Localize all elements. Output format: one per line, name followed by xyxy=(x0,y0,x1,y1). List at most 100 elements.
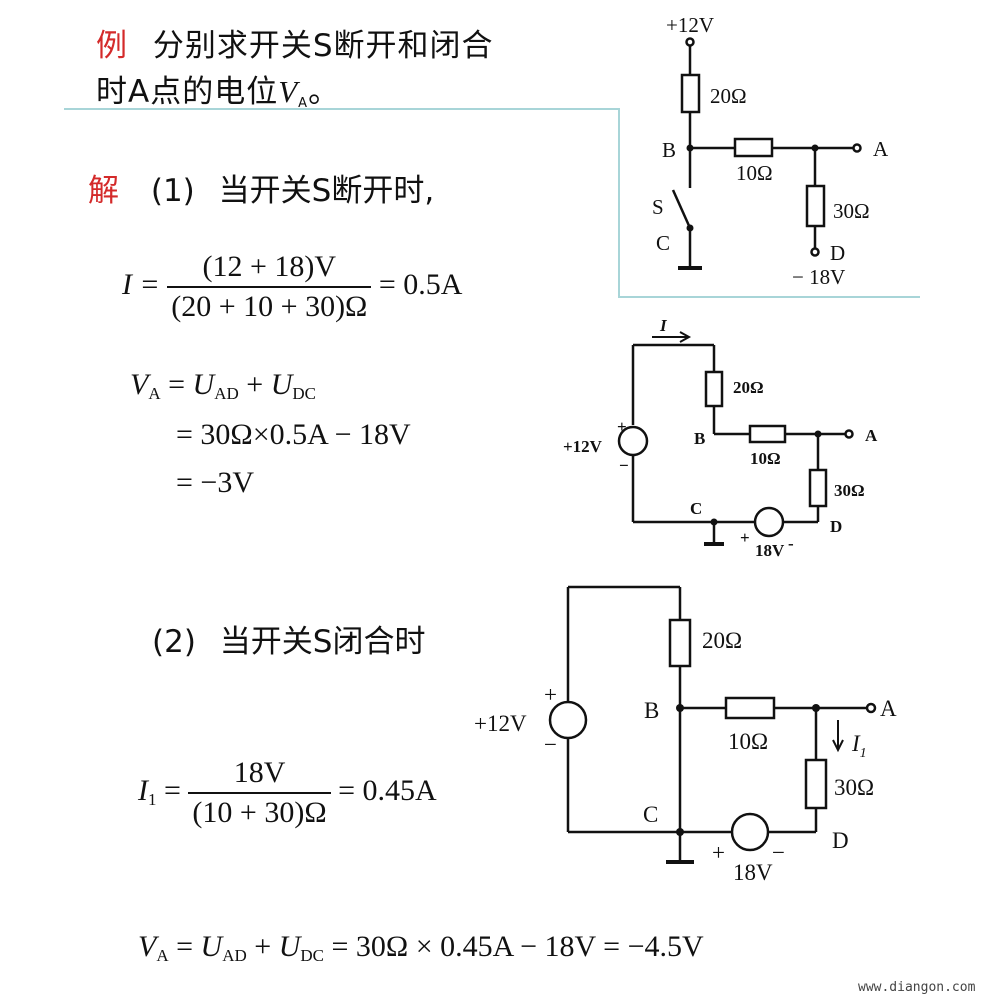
va1-u1: U xyxy=(192,368,215,401)
equation-va-1-line2: = 30Ω×0.5A − 18V xyxy=(176,418,411,451)
label-node-a: A xyxy=(865,426,878,445)
node-c-dot xyxy=(686,224,694,232)
label-node-c: C xyxy=(656,231,670,255)
label-12v-minus: − xyxy=(544,732,557,757)
label-12v-minus: − xyxy=(619,456,629,475)
label-20-ohm: 20Ω xyxy=(733,378,764,397)
potential-symbol: V xyxy=(278,74,299,109)
eq1-denominator: (20 + 10 + 30)Ω xyxy=(167,286,372,324)
eq1-fraction: (12 + 18)V (20 + 10 + 30)Ω xyxy=(167,250,372,324)
terminal-plus12v xyxy=(685,37,695,47)
solution-tag: 解 xyxy=(88,173,119,209)
node-c-dot xyxy=(710,518,718,526)
circuit-diagram-3: 20Ω +12V + − B 10Ω A I1 30Ω C D + 18V − xyxy=(474,585,897,885)
label-18v-minus: − xyxy=(772,840,785,865)
label-20-ohm: 20Ω xyxy=(710,84,747,108)
label-current-i1: I1 xyxy=(851,731,867,761)
label-10-ohm: 10Ω xyxy=(736,161,773,185)
node-c-dot xyxy=(676,828,684,836)
label-plus12v: +12V xyxy=(666,13,714,37)
va2-plus: + xyxy=(246,930,279,963)
label-node-a: A xyxy=(880,696,897,721)
circuit-diagram-2: I 20Ω +12V + − B 10Ω A 30Ω C D + 18V - xyxy=(563,316,878,560)
node-b-dot xyxy=(686,144,694,152)
va2-u2: U xyxy=(278,930,301,963)
divider-vertical xyxy=(618,108,620,298)
problem-text: 分别求开关S断开和闭合 xyxy=(152,28,494,64)
va1-eq: = xyxy=(160,368,193,401)
label-node-a: A xyxy=(873,137,889,161)
resistor-20-ohm xyxy=(668,618,692,668)
equation-va-1-line1: VA = UAD + UDC xyxy=(130,368,316,404)
label-18v-source: 18V xyxy=(733,860,773,885)
label-10-ohm: 10Ω xyxy=(750,449,781,468)
va1-v: V xyxy=(130,368,149,401)
label-20-ohm: 20Ω xyxy=(702,628,742,653)
resistor-10-ohm xyxy=(748,424,787,444)
potential-subscript: A xyxy=(298,96,309,111)
case2-text: 当开关S闭合时 xyxy=(219,624,426,660)
label-12v-plus: + xyxy=(544,682,557,707)
eq2-denominator: (10 + 30)Ω xyxy=(188,792,331,830)
label-minus18v: − 18V xyxy=(792,265,845,289)
va2-v: V xyxy=(138,930,157,963)
problem-tag: 例 xyxy=(96,28,128,64)
terminal-a xyxy=(844,429,854,439)
divider-horizontal-bottom xyxy=(618,296,920,298)
label-30-ohm: 30Ω xyxy=(834,775,874,800)
equation-va-1-line3: = −3V xyxy=(176,466,255,499)
problem-line-1: 例 分别求开关S断开和闭合 xyxy=(96,24,494,68)
resistor-30-ohm xyxy=(808,468,828,508)
terminal-d xyxy=(810,247,820,257)
problem-period: 。 xyxy=(308,74,341,110)
va1-u2-sub: DC xyxy=(292,384,316,403)
label-12v-source: +12V xyxy=(474,711,527,736)
resistor-10-ohm xyxy=(724,696,776,720)
va1-plus: + xyxy=(238,368,271,401)
watermark: www.diangon.com xyxy=(858,980,976,995)
va2-u1-sub: AD xyxy=(222,946,247,965)
eq2-rhs: = 0.45A xyxy=(338,773,437,807)
va2-u2-sub: DC xyxy=(300,946,324,965)
va1-u2: U xyxy=(270,368,293,401)
equation-current-2: I1 = 18V (10 + 30)Ω = 0.45A xyxy=(138,756,437,830)
problem-line-2: 时A点的电位VA。 xyxy=(96,70,340,126)
label-switch-s: S xyxy=(652,195,664,219)
label-18v-source: 18V xyxy=(755,541,785,560)
va2-rest: = 30Ω × 0.45A − 18V = −4.5V xyxy=(323,930,704,963)
voltage-source-18v xyxy=(753,506,785,538)
resistor-20-ohm xyxy=(704,370,724,408)
eq1-lhs: I = xyxy=(122,267,160,301)
label-18v-minus: - xyxy=(788,534,794,553)
label-18v-plus: + xyxy=(712,840,725,865)
case1-label: (1) xyxy=(150,173,195,209)
eq2-eq: = xyxy=(156,773,189,807)
va2-v-sub: A xyxy=(156,946,169,965)
label-18v-plus: + xyxy=(740,528,750,547)
va2-eq: = xyxy=(168,930,201,963)
label-node-d: D xyxy=(832,828,849,853)
resistor-30-ohm xyxy=(804,758,828,810)
resistor-10-ohm xyxy=(733,137,774,158)
circuit-diagram-1: +12V 20Ω B 10Ω A S C 30Ω D − 18V xyxy=(652,13,889,289)
case1-text: 当开关S断开时, xyxy=(218,173,435,209)
resistor-30-ohm xyxy=(805,184,826,228)
case2-label: (2) xyxy=(152,624,196,660)
node-a-junction xyxy=(811,144,819,152)
label-10-ohm: 10Ω xyxy=(728,729,768,754)
eq1-rhs: = 0.5A xyxy=(378,267,463,301)
label-node-b: B xyxy=(694,429,705,448)
eq2-fraction: 18V (10 + 30)Ω xyxy=(188,756,331,830)
label-30-ohm: 30Ω xyxy=(834,481,865,500)
label-node-c: C xyxy=(690,499,702,518)
label-node-d: D xyxy=(830,241,845,265)
node-b-dot xyxy=(676,704,684,712)
va2-u1: U xyxy=(200,930,223,963)
node-a-junction xyxy=(812,704,820,712)
label-node-b: B xyxy=(644,698,659,723)
label-30-ohm: 30Ω xyxy=(833,199,870,223)
eq2-numerator: 18V xyxy=(233,756,286,789)
label-node-c: C xyxy=(643,802,658,827)
case2-heading: (2) 当开关S闭合时 xyxy=(152,616,425,661)
eq2-i: I xyxy=(138,773,148,807)
